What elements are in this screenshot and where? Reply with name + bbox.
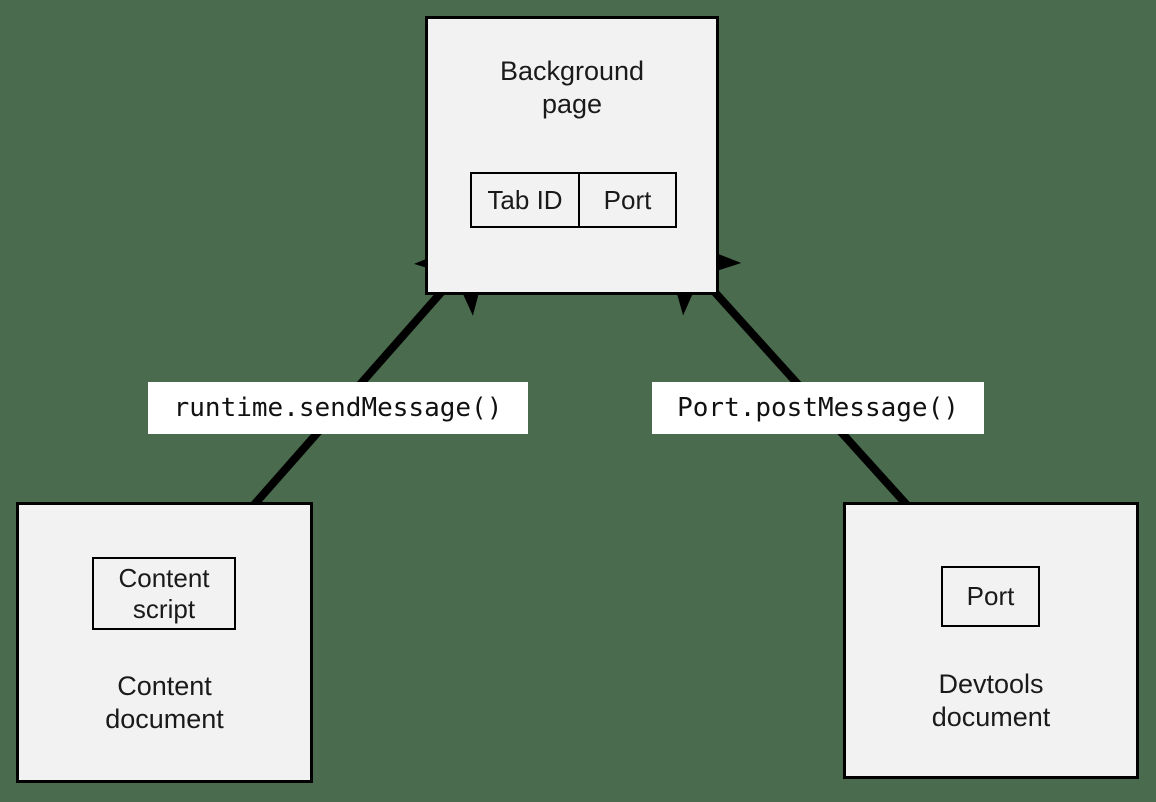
- edge-label-post-message: Port.postMessage(): [652, 382, 984, 434]
- tab-port-table: Tab ID Port: [470, 172, 677, 228]
- node-background-page: Background page: [425, 16, 719, 295]
- devtools-document-title: Devtools document: [931, 669, 1051, 732]
- node-content-script: Content script: [92, 557, 236, 630]
- background-page-title: Background page: [499, 56, 645, 119]
- table-cell-port: Port: [603, 184, 652, 215]
- node-devtools-document: Devtools document: [843, 502, 1139, 779]
- edge-label-send-message: runtime.sendMessage(): [148, 382, 528, 434]
- node-devtools-port: Port: [941, 566, 1040, 627]
- content-document-title: Content document: [105, 671, 224, 734]
- table-cell-tab-id: Tab ID: [472, 174, 580, 226]
- node-content-document: Content document: [16, 502, 313, 783]
